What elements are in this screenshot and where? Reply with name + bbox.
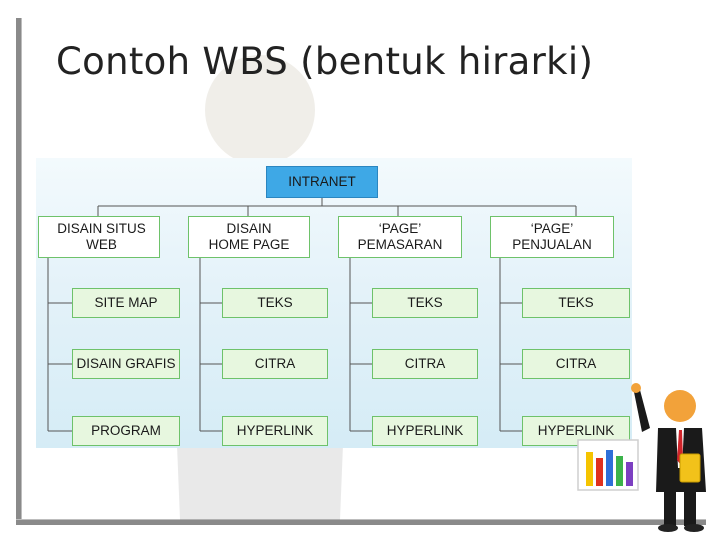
wbs-header-disain-situs-web: DISAIN SITUS WEB: [38, 216, 160, 258]
presenter-with-bar-chart-icon: [577, 383, 706, 532]
wbs-header-disain-home-page: DISAIN HOME PAGE: [188, 216, 310, 258]
wbs-diagram: INTRANET DISAIN SITUS WEB DISAIN HOME PA…: [36, 158, 632, 448]
wbs-task: HYPERLINK: [372, 416, 478, 446]
wbs-task: CITRA: [522, 349, 630, 379]
wbs-task: CITRA: [222, 349, 328, 379]
wbs-task: DISAIN GRAFIS: [72, 349, 180, 379]
slide-frame-bottom: [16, 519, 706, 525]
wbs-task: TEKS: [372, 288, 478, 318]
wbs-header-page-penjualan: ‘PAGE’ PENJUALAN: [490, 216, 614, 258]
wbs-task: HYPERLINK: [222, 416, 328, 446]
wbs-header-page-pemasaran: ‘PAGE’ PEMASARAN: [338, 216, 462, 258]
wbs-connectors: [47, 198, 577, 432]
wbs-root-node: INTRANET: [266, 166, 378, 198]
slide-frame-left: [16, 18, 22, 524]
wbs-task: TEKS: [522, 288, 630, 318]
wbs-task: PROGRAM: [72, 416, 180, 446]
wbs-task: CITRA: [372, 349, 478, 379]
slide-title: Contoh WBS (bentuk hirarki): [56, 40, 594, 83]
wbs-task: SITE MAP: [72, 288, 180, 318]
wbs-task: TEKS: [222, 288, 328, 318]
